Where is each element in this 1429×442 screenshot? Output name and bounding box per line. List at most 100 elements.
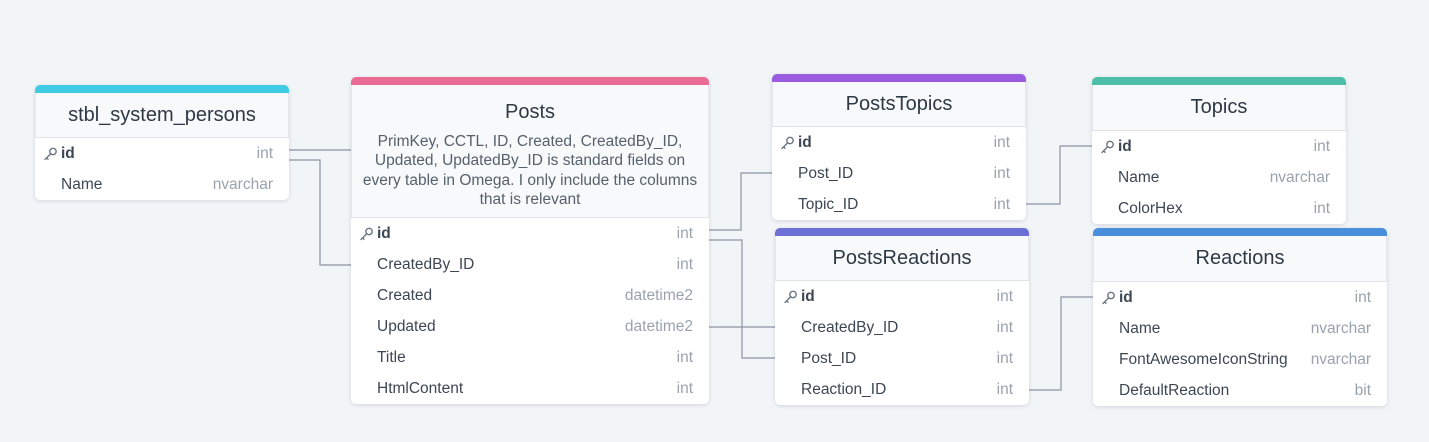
column-name: HtmlContent	[377, 379, 464, 397]
column-type: int	[996, 349, 1013, 367]
column-row[interactable]: id int	[351, 218, 709, 249]
primary-key-icon	[780, 136, 795, 150]
table-header-bar	[1092, 77, 1346, 85]
table-posts[interactable]: Posts PrimKey, CCTL, ID, Created, Create…	[351, 77, 709, 404]
column-type: int	[996, 318, 1013, 336]
table-header-bar	[772, 74, 1026, 82]
table-header: Reactions	[1093, 236, 1387, 282]
table-header-bar	[1093, 228, 1387, 236]
table-header-bar	[775, 228, 1029, 236]
column-type: int	[676, 348, 693, 366]
table-title: Posts	[504, 100, 556, 123]
column-name: Post_ID	[798, 164, 854, 182]
column-type: int	[1313, 199, 1330, 217]
column-row[interactable]: Title int	[351, 342, 709, 373]
column-type: int	[256, 144, 273, 162]
column-row[interactable]: Updated datetime2	[351, 311, 709, 342]
column-type: nvarchar	[1310, 350, 1371, 368]
table-header: Posts PrimKey, CCTL, ID, Created, Create…	[351, 85, 709, 218]
column-name: id	[801, 287, 815, 305]
column-row[interactable]: Created datetime2	[351, 280, 709, 311]
column-type: int	[676, 224, 693, 242]
column-type: int	[676, 255, 693, 273]
column-row[interactable]: Name nvarchar	[1092, 162, 1346, 193]
column-type: bit	[1354, 381, 1371, 399]
column-name: CreatedBy_ID	[801, 318, 899, 336]
column-type: nvarchar	[1269, 168, 1330, 186]
relationship-line	[709, 239, 775, 359]
column-row[interactable]: CreatedBy_ID int	[351, 249, 709, 280]
table-header: stbl_system_persons	[35, 93, 289, 138]
table-header: Topics	[1092, 85, 1346, 131]
column-row[interactable]: Name nvarchar	[1093, 313, 1387, 344]
column-row[interactable]: Name nvarchar	[35, 169, 289, 200]
column-name: Created	[377, 286, 433, 304]
table-header-bar	[35, 85, 289, 93]
column-row[interactable]: CreatedBy_ID int	[775, 312, 1029, 343]
relationship-line	[1026, 145, 1092, 205]
column-name: Name	[61, 175, 103, 193]
primary-key-icon	[359, 227, 374, 241]
column-type: nvarchar	[1310, 319, 1371, 337]
column-row[interactable]: Post_ID int	[775, 343, 1029, 374]
column-row[interactable]: Topic_ID int	[772, 189, 1026, 220]
column-row[interactable]: id int	[35, 138, 289, 169]
column-name: Name	[1118, 168, 1160, 186]
column-row[interactable]: Reaction_ID int	[775, 374, 1029, 405]
column-row[interactable]: id int	[1092, 131, 1346, 162]
column-type: datetime2	[624, 286, 693, 304]
column-name: Updated	[377, 317, 436, 335]
table-header: PostsTopics	[772, 82, 1026, 127]
column-type: int	[993, 195, 1010, 213]
column-name: id	[1118, 137, 1132, 155]
table-title: Reactions	[1195, 247, 1285, 269]
column-row[interactable]: Post_ID int	[772, 158, 1026, 189]
column-type: int	[1313, 137, 1330, 155]
column-type: int	[996, 380, 1013, 398]
primary-key-icon	[43, 147, 58, 161]
column-name: Topic_ID	[798, 195, 859, 213]
primary-key-icon	[1101, 291, 1116, 305]
column-name: Reaction_ID	[801, 380, 887, 398]
table-title: stbl_system_persons	[68, 103, 256, 126]
column-row[interactable]: HtmlContent int	[351, 373, 709, 404]
table-note: PrimKey, CCTL, ID, Created, CreatedBy_ID…	[362, 132, 698, 209]
table-title: PostsReactions	[832, 246, 972, 269]
table-header-bar	[351, 77, 709, 85]
relationship-line	[709, 172, 772, 231]
column-name: Post_ID	[801, 349, 857, 367]
column-name: id	[377, 224, 391, 242]
table-header: PostsReactions	[775, 236, 1029, 281]
column-type: datetime2	[624, 317, 693, 335]
relationship-line	[289, 159, 351, 266]
table-title: PostsTopics	[845, 92, 953, 115]
column-type: int	[993, 164, 1010, 182]
column-type: int	[676, 379, 693, 397]
column-name: id	[61, 144, 75, 162]
column-name: Title	[377, 348, 406, 366]
column-type: nvarchar	[212, 175, 273, 193]
column-name: CreatedBy_ID	[377, 255, 475, 273]
table-title: Topics	[1190, 96, 1248, 118]
primary-key-icon	[1100, 140, 1115, 154]
column-name: id	[1119, 288, 1133, 306]
primary-key-icon	[783, 290, 798, 304]
column-name: Name	[1119, 319, 1161, 337]
